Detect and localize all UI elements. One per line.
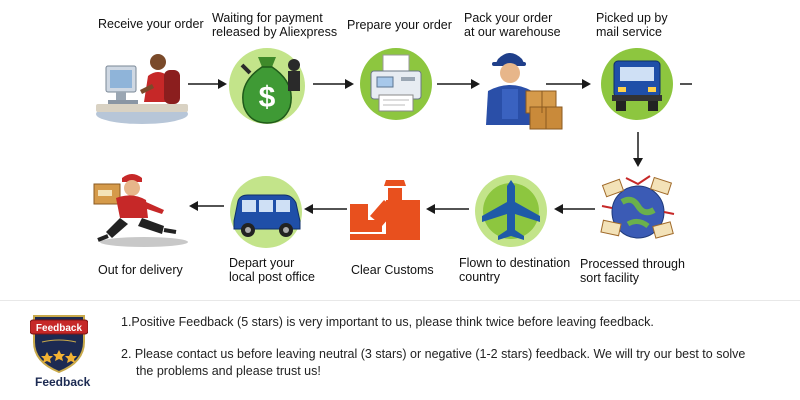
van-icon xyxy=(226,173,306,251)
arrow-left-2 xyxy=(426,204,469,214)
arrow-right-1 xyxy=(188,79,227,89)
globe-envelopes-icon xyxy=(598,172,678,252)
arrow-right-3 xyxy=(437,79,480,89)
arrow-right-2 xyxy=(313,79,354,89)
arrow-left-4 xyxy=(189,201,224,211)
printer-icon xyxy=(357,45,435,123)
badge-caption: Feedback xyxy=(35,375,91,389)
step-label-delivery: Out for delivery xyxy=(98,263,183,277)
customs-officer-icon xyxy=(350,176,424,248)
arrow-down xyxy=(633,132,643,167)
money-bag-icon: $ xyxy=(224,43,310,129)
step-label-payment: Waiting for payment released by Aliexpre… xyxy=(212,11,338,39)
airplane-icon xyxy=(472,172,550,250)
arrow-left-3 xyxy=(304,204,347,214)
step-label-pickup: Picked up by mail service xyxy=(596,11,668,39)
step-label-customs: Clear Customs xyxy=(351,263,434,277)
courier-running-icon xyxy=(92,170,202,250)
mail-truck-icon xyxy=(598,45,676,123)
feedback-note-1: 1.Positive Feedback (5 stars) is very im… xyxy=(121,315,654,329)
badge-ribbon-text: Feedback xyxy=(36,323,83,334)
step-label-flown: Flown to destination country xyxy=(459,256,571,284)
arrow-right-5 xyxy=(680,83,692,85)
step-label-receive: Receive your order xyxy=(98,17,204,31)
feedback-shield-icon: Feedback xyxy=(30,312,88,374)
warehouse-worker-icon xyxy=(482,45,566,131)
step-label-depart: Depart your local post office xyxy=(229,256,315,284)
feedback-note-2a: 2. Please contact us before leaving neut… xyxy=(121,347,746,361)
section-divider xyxy=(0,300,800,301)
person-at-computer-icon xyxy=(92,46,192,126)
dollar-sign: $ xyxy=(259,81,276,114)
arrow-left-1 xyxy=(554,204,595,214)
feedback-note-2b: the problems and please trust us! xyxy=(136,364,321,378)
arrow-right-4 xyxy=(546,79,591,89)
step-label-sort: Processed through sort facility xyxy=(580,257,685,285)
step-label-pack: Pack your order at our warehouse xyxy=(464,11,561,39)
step-label-prepare: Prepare your order xyxy=(347,18,452,32)
